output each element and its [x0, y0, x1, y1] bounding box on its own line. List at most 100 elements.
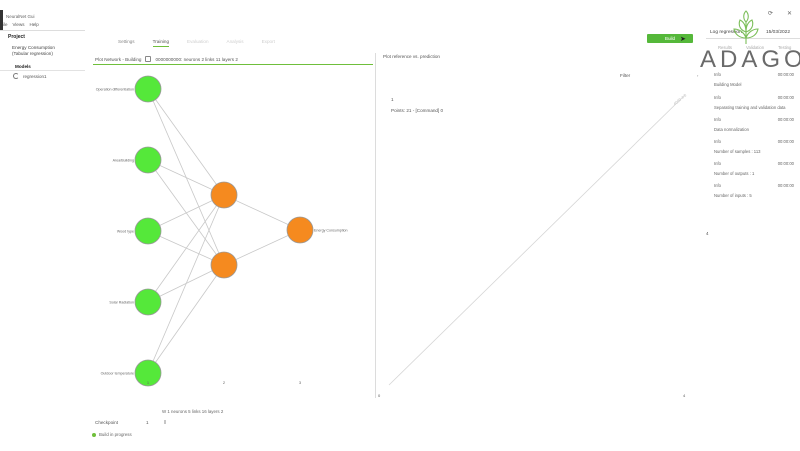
layer-label: 3 — [299, 380, 302, 385]
input-node-label: Wood type — [117, 230, 134, 234]
input-node[interactable] — [134, 217, 162, 245]
menu-bar: ile Views Help — [3, 22, 39, 27]
model-item-regression1[interactable]: regression1 — [13, 73, 47, 79]
log-message: Building Model — [714, 82, 742, 87]
loading-spinner-icon — [13, 73, 19, 79]
checkpoint-handle-icon[interactable]: ‖ — [164, 420, 167, 426]
restore-icon[interactable]: ⟳ — [768, 11, 774, 17]
network-labels: Operation differentiationArea/BuildingWo… — [96, 88, 348, 386]
models-heading: Models — [15, 64, 31, 69]
window-edge — [0, 10, 3, 30]
chevron-down-icon[interactable]: › — [697, 73, 699, 78]
tab-settings[interactable]: Settings — [118, 39, 135, 44]
network-link — [147, 88, 225, 196]
network-link — [147, 264, 225, 374]
log-time: 00:00:00 — [777, 72, 794, 77]
log-tab-results[interactable]: Results — [718, 45, 732, 50]
input-node[interactable] — [134, 288, 162, 316]
log-level: Info — [714, 95, 721, 100]
network-diagram: Operation differentiationArea/BuildingWo… — [96, 75, 348, 387]
log-time: 00:00:00 — [777, 161, 794, 166]
log-tab-validation[interactable]: Validation — [745, 45, 765, 50]
project-heading: Project — [8, 34, 25, 40]
log-level: Info — [714, 139, 721, 144]
log-time: 00:00:00 — [777, 117, 794, 122]
close-icon[interactable]: ✕ — [787, 11, 793, 17]
network-link — [147, 159, 225, 266]
project-name[interactable]: Energy Consumption (Tabular regression) — [12, 45, 55, 56]
network-link — [147, 194, 225, 232]
log-message: Data normalization — [714, 127, 749, 132]
tab-export[interactable]: Export — [261, 39, 275, 44]
input-node[interactable] — [134, 146, 162, 174]
log-tab-bar: Results Validation Testing — [718, 45, 791, 50]
log-entry: Info 00:00:00 Data normalization — [714, 117, 794, 132]
mouse-cursor-icon: ➤ — [680, 36, 686, 43]
input-node-label: Operation differentiation — [96, 88, 134, 92]
model-item-label: regression1 — [23, 73, 47, 79]
brand-wordmark: ADAGOS — [700, 46, 800, 73]
log-time: 00:00:00 — [777, 95, 794, 100]
log-divider — [706, 38, 800, 39]
log-tab-testing[interactable]: Testing — [778, 45, 792, 50]
tab-bar: Settings Training Evaluation Analysis Ex… — [118, 39, 275, 47]
input-node[interactable] — [134, 75, 162, 103]
log-entry: Info 00:00:00 Separating training and val… — [714, 95, 794, 110]
log-time: 00:00:00 — [777, 183, 794, 188]
reference-diagonal-line — [388, 94, 686, 386]
input-node-label: Area/Building — [113, 159, 134, 163]
network-link — [223, 194, 301, 231]
axis-origin-tick: 0 — [378, 393, 381, 398]
log-message: Separating training and validation data — [714, 105, 786, 110]
input-node[interactable] — [134, 359, 162, 387]
log-entry: Info 00:00:00 Building Model — [714, 72, 794, 87]
menu-help[interactable]: Help — [29, 22, 39, 27]
log-message: Number of inputs : 5 — [714, 193, 752, 198]
input-node-label: Outdoor temperature — [101, 372, 134, 376]
menu-file[interactable]: ile — [3, 22, 8, 27]
adagos-logo-icon — [733, 10, 759, 44]
network-link — [147, 194, 225, 374]
log-entry: Info 00:00:00 Number of inputs : 5 — [714, 183, 794, 198]
axis-right-tick: 4 — [706, 231, 709, 236]
lock-icon[interactable] — [145, 56, 152, 62]
checkpoint-label: Checkpoint — [95, 420, 118, 425]
status-dot-icon — [92, 432, 96, 437]
input-node-label: Solar Radiation — [109, 301, 134, 305]
filter-dropdown[interactable]: Filter — [620, 73, 631, 78]
status-bar: Build in progress — [92, 432, 132, 437]
layer-label: 2 — [223, 380, 226, 385]
network-link — [147, 159, 225, 196]
network-links — [147, 88, 301, 374]
reference-line-plot — [388, 94, 686, 386]
hidden-node[interactable] — [210, 181, 238, 209]
checkpoint-input[interactable]: 1 — [146, 420, 149, 425]
log-level: Info — [714, 117, 721, 122]
output-node[interactable] — [286, 216, 314, 244]
sidebar-divider — [0, 30, 85, 31]
log-time: 00:00:00 — [777, 139, 794, 144]
build-button[interactable]: Build — [647, 34, 693, 43]
menu-views[interactable]: Views — [12, 22, 25, 27]
log-level: Info — [714, 183, 721, 188]
tab-training[interactable]: Training — [152, 39, 170, 47]
log-level: Info — [714, 72, 721, 77]
prediction-points-info: Points: 21 - [Command] 0 — [391, 108, 444, 113]
prediction-value: 1 — [391, 97, 394, 102]
network-summary: W 1 neurons 5 links 16 layers 2 — [162, 409, 224, 414]
log-level: Info — [714, 161, 721, 166]
log-message: Number of samples : 113 — [714, 149, 761, 154]
app-title: NeuralNet Gui — [6, 14, 35, 19]
output-node-label: Energy Consumption — [314, 229, 348, 233]
layer-label: 1 — [147, 380, 150, 385]
log-entry: Info 00:00:00 Number of samples : 113 — [714, 139, 794, 154]
network-panel-header: Plot Network - Building 0000000000: neur… — [95, 56, 238, 62]
network-panel-title: Plot Network - Building — [95, 56, 142, 62]
prediction-panel-title: Plot reference vs. prediction — [383, 54, 440, 59]
axis-x-end-tick: 4 — [683, 393, 686, 398]
project-name-line1: Energy Consumption — [12, 45, 55, 50]
tab-analysis[interactable]: Analysis — [226, 39, 244, 44]
hidden-node[interactable] — [210, 251, 238, 279]
tab-evaluation[interactable]: Evaluation — [187, 39, 209, 44]
